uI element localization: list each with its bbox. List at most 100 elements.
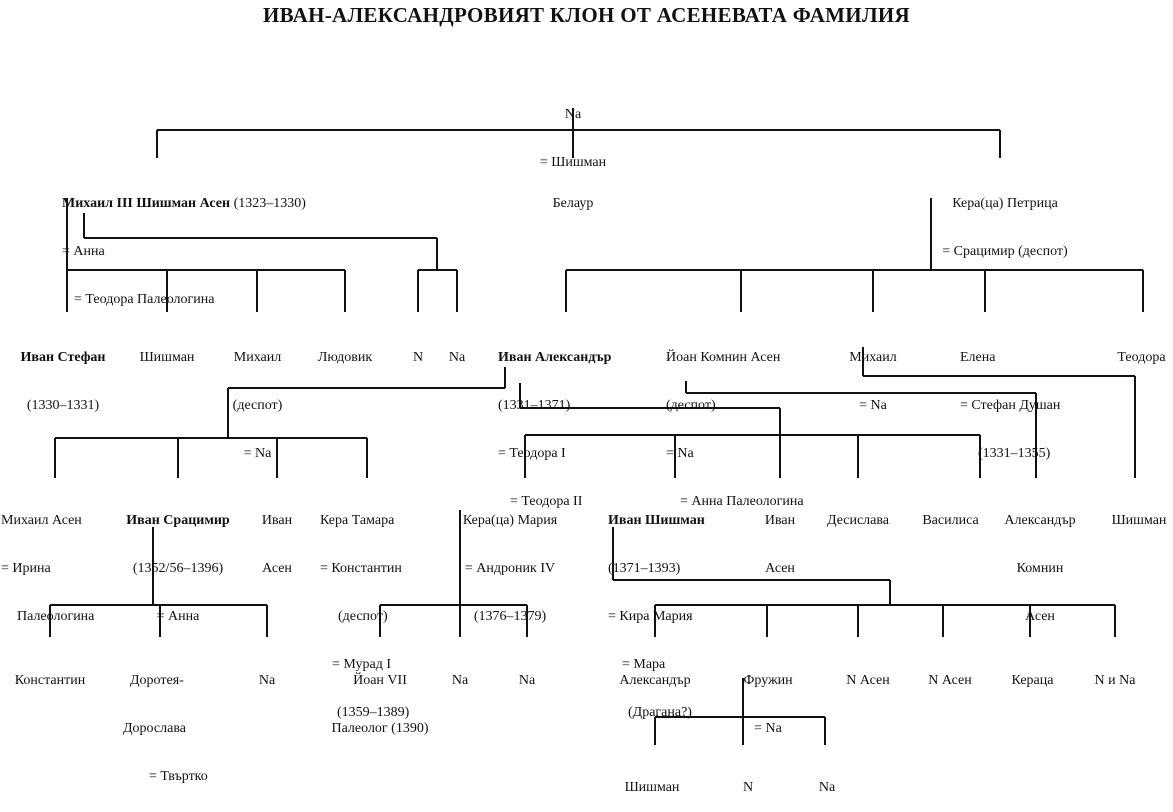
person-keraca: Кераца: [1000, 641, 1065, 705]
person-na: Na: [812, 748, 842, 812]
spouse-label: = Мурад I: [332, 657, 391, 672]
person-mihail-iii: Михаил III Шишман Асен (1323–1330) = Анн…: [62, 164, 306, 324]
person-name: Елена: [960, 350, 996, 365]
person-name: N: [742, 780, 754, 795]
reign-dates: (1331–1355): [978, 446, 1051, 461]
person-name: Михаил: [849, 350, 897, 365]
person-name: N Асен: [928, 673, 972, 688]
spouse-label: = Андроник IV: [464, 561, 556, 576]
person-name: Йоан Комнин Асен: [666, 350, 781, 365]
person-ivan-aleksandar: Иван Александър (1331–1371) = Теодора I …: [498, 318, 611, 526]
spouse-label: = Стефан Душан: [960, 398, 1061, 413]
person-name: Шишман: [139, 350, 195, 365]
person-desislava: Десислава: [818, 481, 898, 545]
spouse-label: = Кира Мария: [608, 609, 693, 624]
person-mihail-despot: Михаил (деспот) = Na: [215, 318, 300, 478]
person-name: Доротея-: [130, 673, 184, 688]
person-n: N: [403, 318, 433, 382]
person-name-cont: Комнин: [1016, 561, 1064, 576]
title-label: (деспот): [232, 398, 283, 413]
family-tree-lines: [49, 108, 1144, 745]
title-label: (деспот): [666, 398, 716, 413]
spouse-label: = Na: [243, 446, 272, 461]
person-elena: Елена = Стефан Душан (1331–1355): [960, 318, 1060, 478]
reign-dates: (1359–1389): [337, 705, 410, 720]
person-name: Na: [564, 107, 582, 122]
person-na: Na: [445, 641, 475, 705]
person-kera-tamara: Кера Тамара = Константин (деспот) = Мура…: [320, 481, 409, 737]
person-aleksandar-komnin-asen: Александър Комнин Асен: [995, 481, 1085, 641]
person-name: Иван: [764, 513, 796, 528]
person-name: N: [412, 350, 424, 365]
person-name: Кера(ца) Петрица: [952, 196, 1058, 211]
person-name: Теодора: [1117, 350, 1166, 365]
reign-dates: (1371–1393): [608, 561, 681, 576]
person-name: Фружин: [743, 673, 793, 688]
reign-dates: (1331–1371): [498, 398, 571, 413]
person-name: Иван Александър: [498, 350, 612, 365]
person-name: Александър: [619, 673, 691, 688]
person-ivan-stefan: Иван Стефан (1330–1331): [8, 318, 118, 430]
spouse-label: = Анна: [156, 609, 200, 624]
reign-dates: (1376–1379): [473, 609, 547, 624]
person-name: Константин: [14, 673, 86, 688]
person-name: Иван: [261, 513, 293, 528]
person-name: N Асен: [846, 673, 890, 688]
person-name-cont: Палеолог (1390): [331, 721, 429, 736]
person-name: Na: [451, 673, 469, 688]
person-n-i-na: N и Na: [1080, 641, 1150, 705]
spouse-label: = Анна: [62, 244, 105, 259]
person-vasilisa: Василиса: [913, 481, 988, 545]
person-name: Иван Стефан: [20, 350, 106, 365]
person-name: Десислава: [826, 513, 890, 528]
person-ivan-asen: Иван Асен: [755, 481, 805, 593]
person-shishman: Шишман: [122, 318, 212, 382]
person-belaur: Белаур: [533, 164, 613, 228]
person-yoan-vii: Йоан VII Палеолог (1390): [320, 641, 440, 753]
person-na: Na: [252, 641, 282, 705]
spouse-label: = Теодора I: [498, 446, 566, 461]
spouse-label: = Ирина: [1, 561, 51, 576]
person-name: Иван Срацимир: [126, 513, 230, 528]
person-ivan-sracimir: Иван Срацимир (1352/56–1396) = Анна: [108, 481, 248, 641]
person-name: Михаил: [233, 350, 282, 365]
person-n: N: [733, 748, 763, 812]
spouse-label: = Теодора II: [510, 494, 583, 509]
person-shishman: Шишман: [1106, 481, 1172, 545]
spouse-label: = Шишман: [539, 155, 607, 170]
person-name: Василиса: [922, 513, 979, 528]
person-na: Na: [512, 641, 542, 705]
person-name: Na: [518, 673, 536, 688]
person-name: Йоан VII: [353, 673, 407, 688]
spouse-label: = Твъртко: [149, 769, 208, 784]
person-ivan-asen: Иван Асен: [252, 481, 302, 593]
person-shishman: Шишман: [612, 748, 692, 812]
person-yoan-komnin-asen: Йоан Комнин Асен (деспот) = Na = Анна Па…: [666, 318, 804, 526]
spouse-label: = Теодора Палеологина: [74, 292, 215, 307]
spouse-label: = Срацимир (деспот): [942, 244, 1068, 259]
person-name: Шишман: [1111, 513, 1167, 528]
person-name-cont: Дорослава: [123, 721, 186, 736]
spouse-label: Палеологина: [17, 609, 95, 624]
spouse-label: = Константин: [320, 561, 402, 576]
person-na: Na: [442, 318, 472, 382]
person-name: Na: [258, 673, 276, 688]
person-kera-mariya: Кера(ца) Мария = Андроник IV (1376–1379): [445, 481, 575, 641]
person-name: Михаил III Шишман Асен: [62, 196, 231, 211]
person-name: Людовик: [317, 350, 373, 365]
person-doroteya-doroslava: Доротея- Дорослава = Твъртко: [123, 641, 208, 801]
person-mihail-asen: Михаил Асен = Ирина Палеологина: [1, 481, 94, 641]
person-name: Кера Тамара: [320, 513, 395, 528]
title-label: (деспот): [338, 609, 388, 624]
note-label: (Драгана?): [628, 705, 692, 720]
person-name: Александър: [1004, 513, 1076, 528]
person-name: Иван Шишман: [608, 513, 705, 528]
spouse-label: = Na: [666, 446, 694, 461]
diagram-title: ИВАН-АЛЕКСАНДРОВИЯТ КЛОН ОТ АСЕНЕВАТА ФА…: [263, 3, 910, 27]
reign-dates: (1352/56–1396): [132, 561, 224, 576]
person-name: N и Na: [1094, 673, 1136, 688]
person-konstantin: Константин: [5, 641, 95, 705]
person-mihail: Михаил = Na: [843, 318, 903, 430]
spouse-label: = Na: [859, 398, 887, 413]
person-teodora: Теодора: [1110, 318, 1173, 382]
